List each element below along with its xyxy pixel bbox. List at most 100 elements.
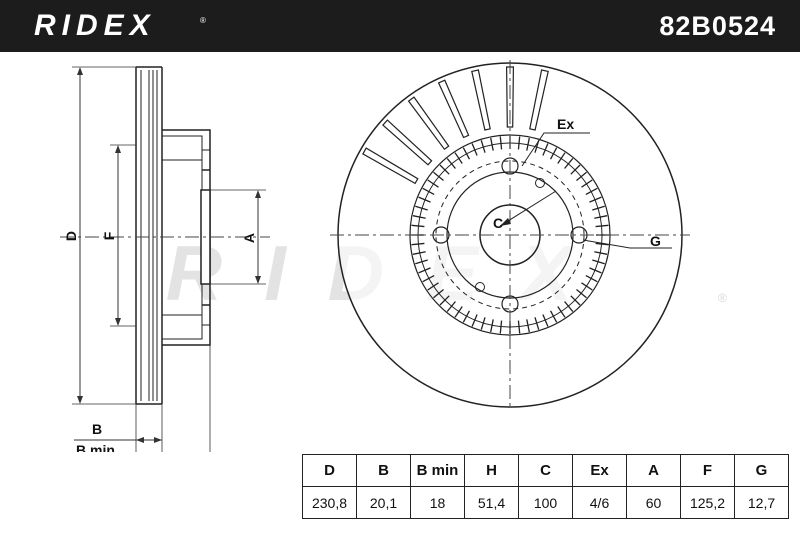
spec-header-g: G xyxy=(734,454,789,487)
brand-registered-mark: ® xyxy=(200,16,206,25)
cooling-vane xyxy=(362,147,419,185)
spec-value-d: 230,8 xyxy=(302,486,357,519)
vent-tick xyxy=(480,140,486,153)
vent-tick xyxy=(433,171,444,181)
vent-tick xyxy=(462,147,471,160)
vent-tick xyxy=(427,282,439,291)
vent-tick xyxy=(490,137,494,151)
spec-value-ex: 4/6 xyxy=(572,486,627,519)
vent-tick xyxy=(592,259,605,265)
spec-header-b: B xyxy=(356,454,411,487)
vent-tick xyxy=(564,301,574,312)
vent-tick xyxy=(454,152,463,164)
vent-tick xyxy=(564,158,574,169)
vent-tick xyxy=(534,317,540,330)
vent-tick xyxy=(411,224,425,228)
spec-value-f: 125,2 xyxy=(680,486,735,519)
vent-tick xyxy=(542,314,549,327)
vent-tick xyxy=(415,259,428,265)
brand-logo: RIDEX xyxy=(34,9,156,42)
vent-tick xyxy=(454,306,463,318)
spec-header-d: D xyxy=(302,454,357,487)
vent-tick xyxy=(480,317,486,330)
vent-tick xyxy=(427,179,439,188)
vent-tick xyxy=(499,320,503,334)
spec-value-c: 100 xyxy=(518,486,573,519)
vent-tick xyxy=(517,320,521,334)
vent-tick xyxy=(585,274,598,283)
spec-header-h: H xyxy=(464,454,519,487)
technical-drawing: RIDEX ® xyxy=(60,60,727,452)
spec-value-h: 51,4 xyxy=(464,486,519,519)
vent-tick xyxy=(592,205,605,211)
spec-header-c: C xyxy=(518,454,573,487)
vent-tick xyxy=(570,164,581,175)
vent-tick xyxy=(526,319,530,333)
vent-tick xyxy=(418,196,431,203)
header-bar: RIDEX ® 82B0524 xyxy=(0,0,800,52)
part-number: 82B0524 xyxy=(659,11,776,41)
vent-tick xyxy=(589,196,602,203)
cooling-vane xyxy=(437,79,470,139)
watermark-registered-mark: ® xyxy=(718,291,727,305)
dim-label-b-min: B min xyxy=(76,442,115,452)
cooling-vane xyxy=(407,96,450,151)
cooling-vane xyxy=(529,69,549,131)
dim-label-g: G xyxy=(650,233,661,249)
spec-table-value-row: 230,8 20,1 18 51,4 100 4/6 60 125,2 12,7 xyxy=(302,486,789,519)
dim-label-f: F xyxy=(101,231,117,240)
vent-tick xyxy=(433,289,444,299)
spec-header-ex: Ex xyxy=(572,454,627,487)
dim-label-ex: Ex xyxy=(557,116,574,132)
vent-tick xyxy=(517,136,521,150)
vent-tick xyxy=(594,215,608,219)
spec-header-f: F xyxy=(680,454,735,487)
vent-tick xyxy=(490,319,494,333)
vent-tick xyxy=(439,295,450,306)
vent-tick xyxy=(542,143,549,156)
vent-tick xyxy=(446,158,456,169)
vent-tick xyxy=(415,205,428,211)
side-view xyxy=(135,66,211,405)
vent-tick xyxy=(595,224,609,228)
spec-value-b: 20,1 xyxy=(356,486,411,519)
side-dimensions xyxy=(72,66,266,452)
vent-tick xyxy=(589,267,602,274)
spec-table: D B B min H C Ex A F G 230,8 20,1 18 51,… xyxy=(302,454,789,519)
vent-tick xyxy=(557,152,566,164)
vent-tick xyxy=(549,147,558,160)
dim-label-c: C xyxy=(493,215,503,231)
spec-value-a: 60 xyxy=(626,486,681,519)
vent-tick xyxy=(576,289,587,299)
spec-value-b-min: 18 xyxy=(410,486,465,519)
vent-tick xyxy=(471,143,478,156)
vent-tick xyxy=(422,274,435,283)
spec-header-b-min: B min xyxy=(410,454,465,487)
cooling-vanes xyxy=(362,66,549,185)
vent-tick xyxy=(526,137,530,151)
vent-tick xyxy=(576,171,587,181)
vent-tick xyxy=(418,267,431,274)
vent-tick xyxy=(585,187,598,196)
vent-tick xyxy=(499,136,503,150)
vent-tick xyxy=(549,310,558,323)
vent-tick xyxy=(557,306,566,318)
vent-tick xyxy=(594,251,608,255)
vent-tick xyxy=(595,242,609,246)
vent-tick xyxy=(439,164,450,175)
vent-tick xyxy=(570,295,581,306)
spec-value-g: 12,7 xyxy=(734,486,789,519)
vent-tick xyxy=(411,242,425,246)
spec-header-a: A xyxy=(626,454,681,487)
vent-tick xyxy=(412,251,426,255)
vent-tick xyxy=(446,301,456,312)
dimension-arrowheads xyxy=(77,67,261,443)
vent-tick xyxy=(581,179,593,188)
cooling-vane xyxy=(382,119,433,166)
vent-tick xyxy=(462,310,471,323)
dim-label-d: D xyxy=(63,231,79,241)
dim-label-b: B xyxy=(92,421,102,437)
vent-tick xyxy=(412,215,426,219)
spec-table-header-row: D B B min H C Ex A F G xyxy=(302,454,789,487)
cooling-vane xyxy=(471,69,491,131)
